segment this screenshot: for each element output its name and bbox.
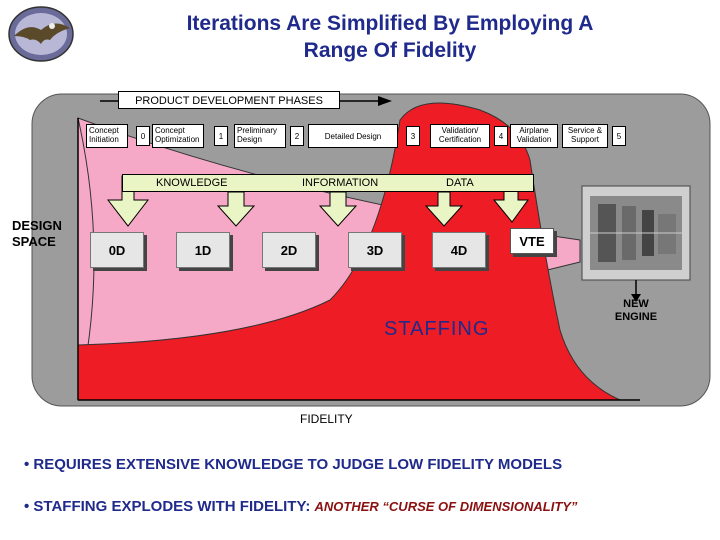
knowledge-label: KNOWLEDGE xyxy=(156,177,228,189)
phase-validation-certification: Validation/ Certification xyxy=(430,124,490,148)
data-label: DATA xyxy=(446,177,474,189)
bullet-2-italic: ANOTHER “CURSE OF DIMENSIONALITY” xyxy=(314,499,578,514)
title-line-1: Iterations Are Simplified By Employing A xyxy=(186,12,594,35)
bullet-2: • STAFFING EXPLODES WITH FIDELITY: ANOTH… xyxy=(24,498,578,515)
bullet-1: • REQUIRES EXTENSIVE KNOWLEDGE TO JUDGE … xyxy=(24,456,563,473)
phase-detailed-design: Detailed Design xyxy=(308,124,398,148)
gate-1: 1 xyxy=(214,126,228,146)
page-title: Iterations Are Simplified By Employing A… xyxy=(120,10,660,64)
phase-service-support: Service & Support xyxy=(562,124,608,148)
information-label: INFORMATION xyxy=(302,177,379,189)
fidelity-4d: 4D xyxy=(432,232,486,268)
design-space-label: DESIGN SPACE xyxy=(12,218,62,249)
phase-concept-optimization: Concept Optimization xyxy=(152,124,204,148)
gate-0: 0 xyxy=(136,126,150,146)
gate-2: 2 xyxy=(290,126,304,146)
title-line-2: Range Of Fidelity xyxy=(303,39,477,62)
gate-4: 4 xyxy=(494,126,508,146)
gate-3: 3 xyxy=(406,126,420,146)
fidelity-3d: 3D xyxy=(348,232,402,268)
fidelity-0d: 0D xyxy=(90,232,144,268)
pratt-whitney-logo xyxy=(8,6,74,62)
vte-box: VTE xyxy=(510,228,554,254)
phase-airplane-validation: Airplane Validation xyxy=(510,124,558,148)
knowledge-bar xyxy=(122,174,534,192)
fidelity-1d: 1D xyxy=(176,232,230,268)
engine-image xyxy=(581,185,691,281)
new-engine-label: NEW ENGINE xyxy=(614,298,658,323)
phase-preliminary-design: Preliminary Design xyxy=(234,124,286,148)
bullet-2-main: STAFFING EXPLODES WITH FIDELITY: xyxy=(33,498,311,515)
phase-concept-initiation: Concept Initiation xyxy=(86,124,128,148)
phases-header: PRODUCT DEVELOPMENT PHASES xyxy=(118,91,340,109)
staffing-label: STAFFING xyxy=(384,318,490,340)
fidelity-axis-label: FIDELITY xyxy=(300,412,353,426)
fidelity-2d: 2D xyxy=(262,232,316,268)
gate-5: 5 xyxy=(612,126,626,146)
bullet-1-text: REQUIRES EXTENSIVE KNOWLEDGE TO JUDGE LO… xyxy=(33,456,563,473)
